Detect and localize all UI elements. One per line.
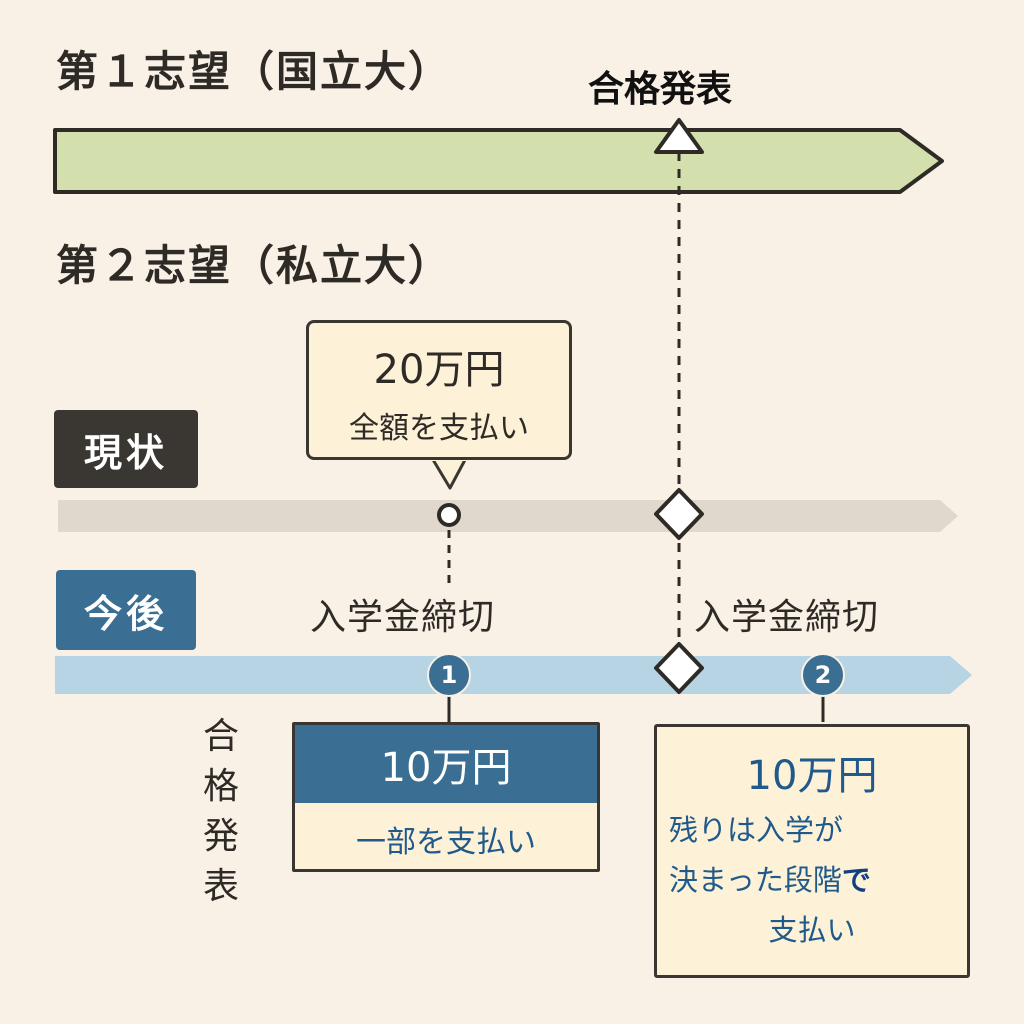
payment-box-2-line1: 残りは入学が xyxy=(669,813,844,847)
current-diamond xyxy=(654,488,704,540)
first-choice-label: 第１志望（国立大） xyxy=(56,47,453,96)
second-choice-label: 第２志望（私立大） xyxy=(56,241,453,290)
payment-box-2-line2-accent: で xyxy=(841,863,871,897)
current-amount: 20万円 xyxy=(373,347,505,393)
future-diamond xyxy=(654,642,704,694)
current-bar xyxy=(58,500,958,532)
payment-box-2: 10万円 残りは入学が 決まった段階で 支払い xyxy=(654,724,970,978)
deadline-1-marker: 1 xyxy=(427,653,471,697)
payment-box-2-amount: 10万円 xyxy=(746,753,878,799)
first-choice-bar xyxy=(53,128,944,194)
deadline-2-marker: 2 xyxy=(801,653,845,697)
announcement-label: 合格発表 xyxy=(588,69,733,110)
future-tag: 今後 xyxy=(56,570,196,650)
current-circle-marker xyxy=(437,503,461,527)
payment-box-1-amount: 10万円 xyxy=(380,745,512,791)
payment-box-2-line3: 支払い xyxy=(768,913,856,947)
payment-box-2-line2-main: 決まった段階 xyxy=(669,863,842,897)
payment-box-1-header: 10万円 xyxy=(295,725,597,803)
payment-box-2-line2: 決まった段階で xyxy=(657,857,967,899)
current-tag: 現状 xyxy=(54,410,198,488)
payment-box-1: 10万円 一部を支払い xyxy=(292,722,600,872)
deadline-1-label: 入学金締切 xyxy=(310,597,496,638)
future-bar xyxy=(55,656,972,694)
callout-pointer xyxy=(430,456,468,490)
side-announcement-label: 合格発表 xyxy=(202,716,239,907)
current-callout: 20万円 全額を支払い xyxy=(306,320,572,460)
payment-box-1-text: 一部を支払い xyxy=(356,825,536,860)
announcement-triangle xyxy=(654,118,704,154)
deadline-2-label: 入学金締切 xyxy=(694,597,880,638)
current-payment-text: 全額を支払い xyxy=(349,411,529,446)
